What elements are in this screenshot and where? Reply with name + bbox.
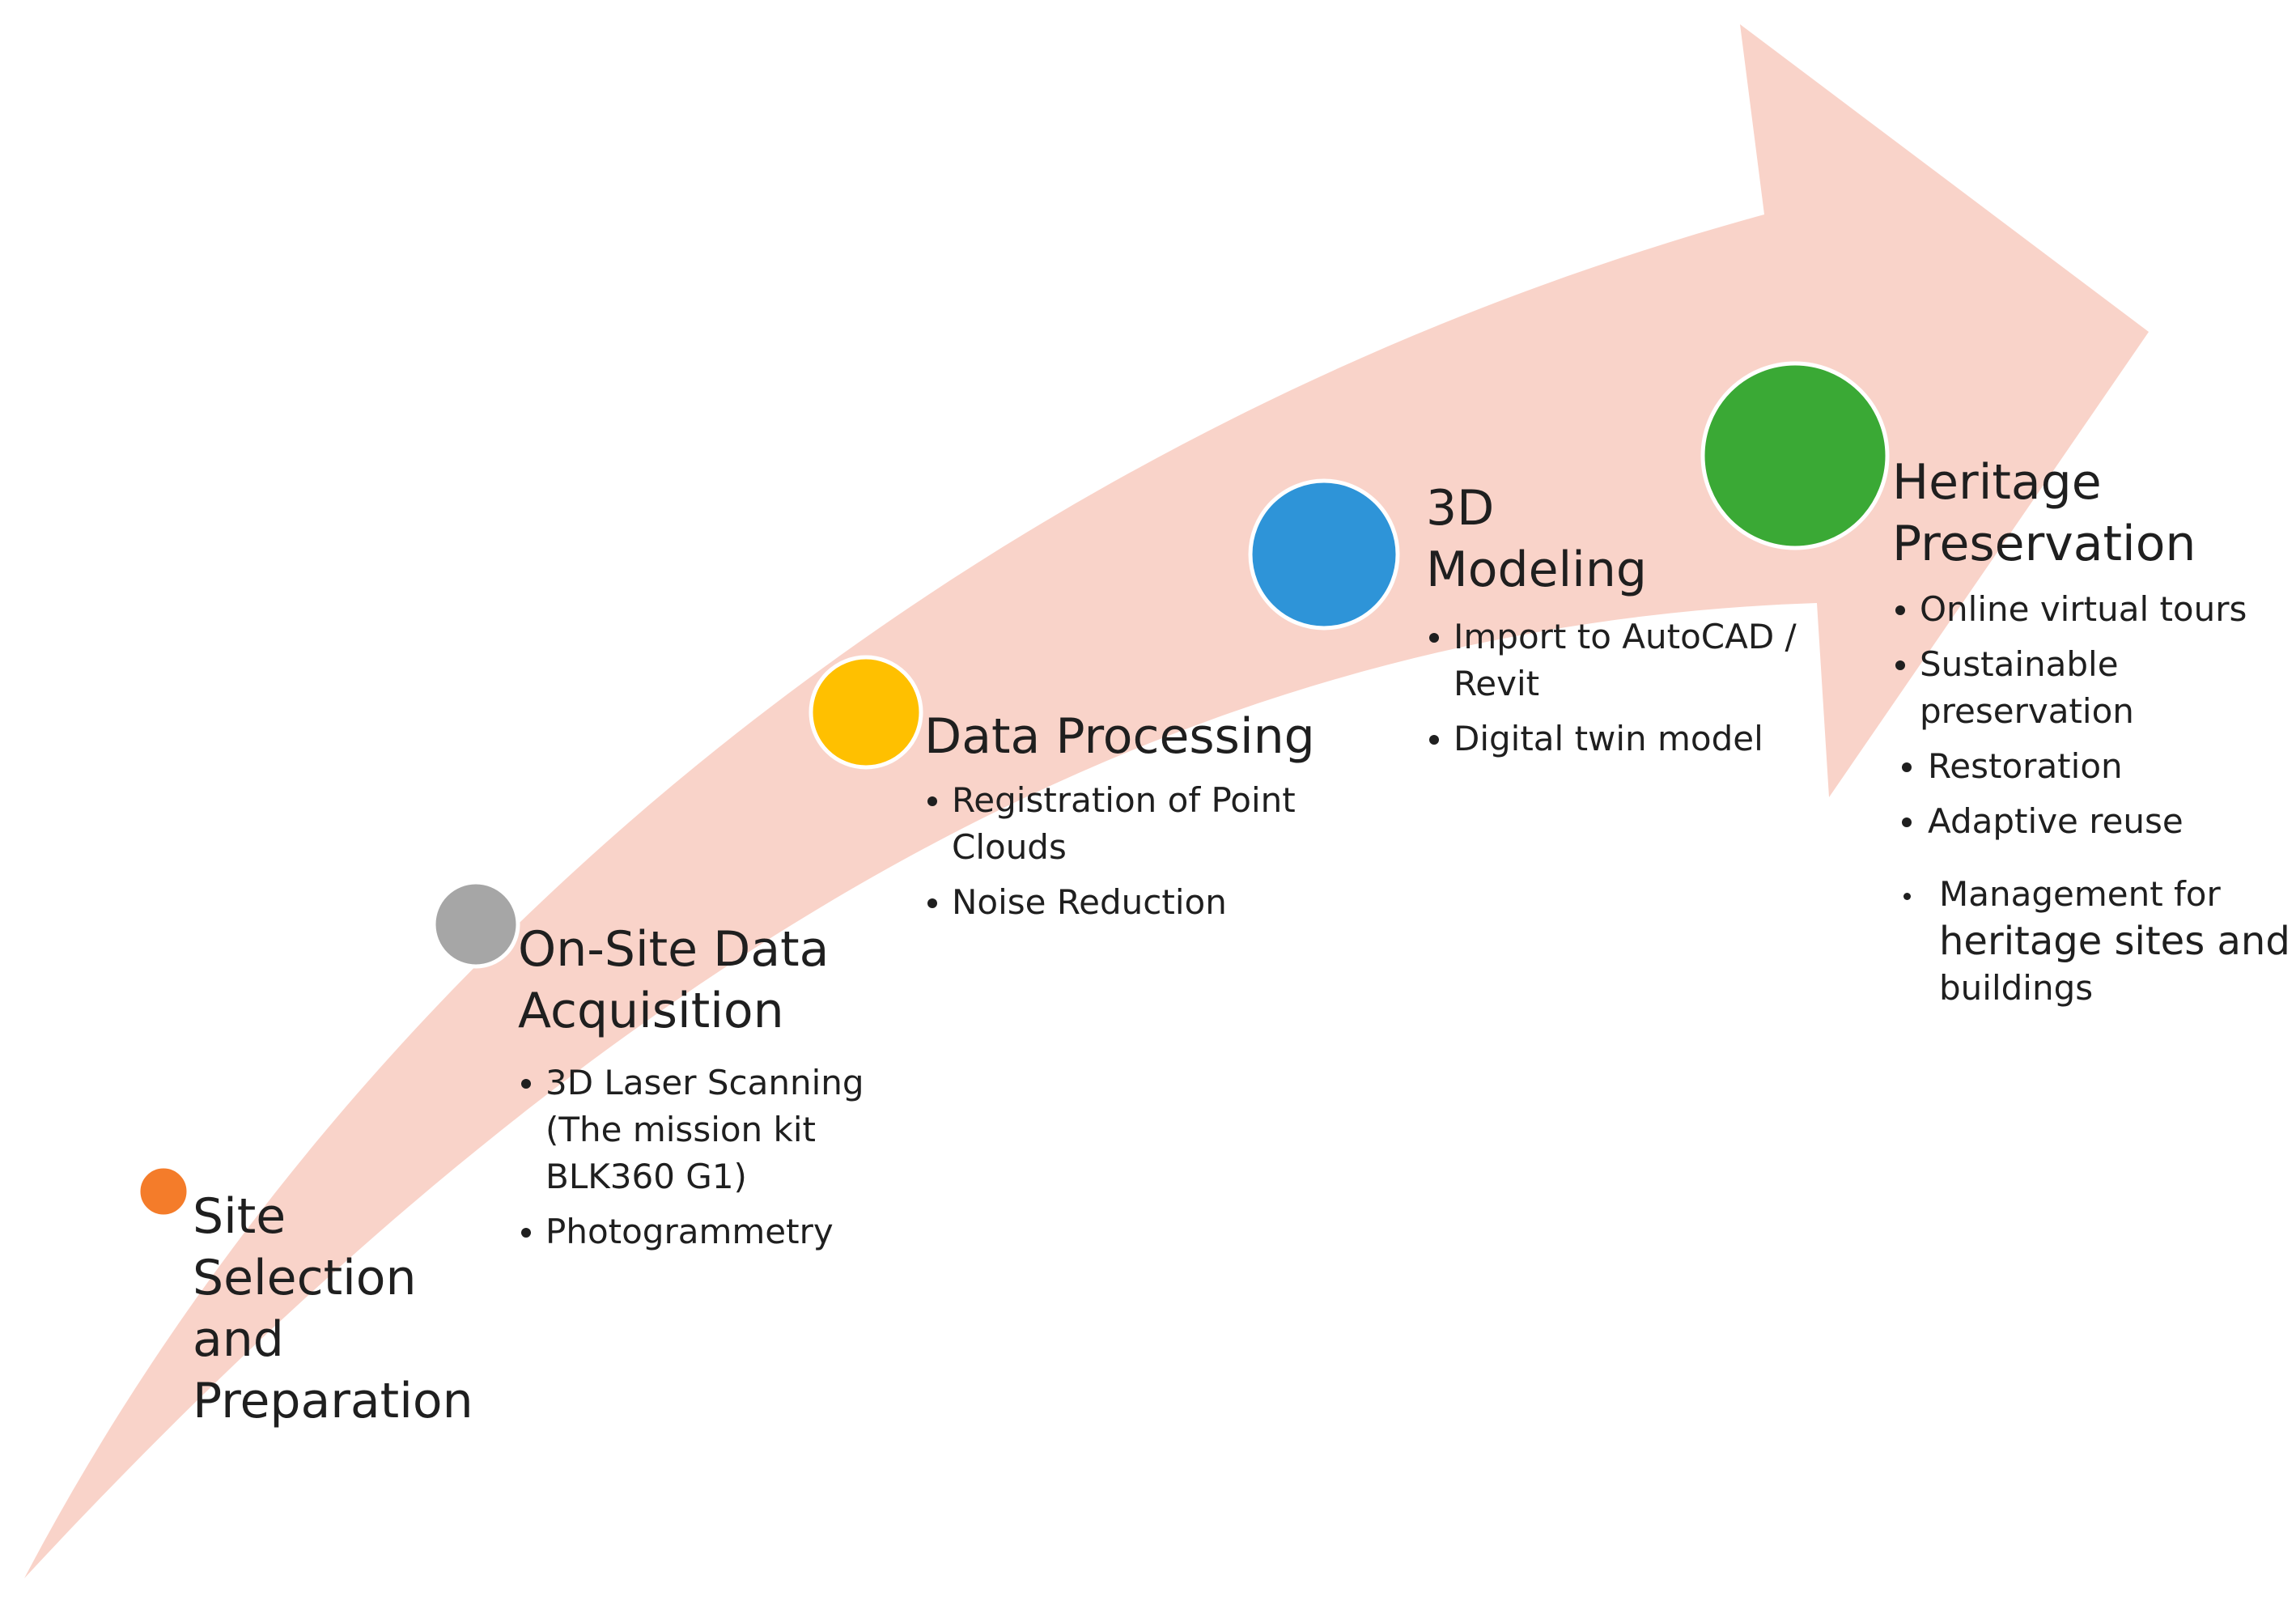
bullet-line: BLK360 G1) xyxy=(545,1157,747,1196)
title-line: Site xyxy=(193,1188,286,1245)
bullet-item: 3D Laser Scanning (The mission kit BLK36… xyxy=(518,1060,864,1200)
title-line: 3D xyxy=(1426,480,1495,537)
site-selection-dot xyxy=(136,1164,191,1219)
modeling-dot xyxy=(1248,478,1400,631)
bullet-list: Registration of Point Clouds Noise Reduc… xyxy=(924,777,1315,926)
bullet-line: Restoration xyxy=(1928,746,2123,786)
bullet-item: Noise Reduction xyxy=(924,879,1315,926)
bullet-item: Import to AutoCAD / Revit xyxy=(1426,614,1797,707)
title-line: Data Processing xyxy=(924,708,1315,765)
bullet-item: Photogrammetry xyxy=(518,1208,864,1255)
preservation-dot xyxy=(1700,361,1890,550)
bullet-list: Online virtual tours Sustainable preserv… xyxy=(1892,586,2290,1012)
bullet-item: Adaptive reuse xyxy=(1892,798,2290,845)
curved-process-arrow xyxy=(24,24,2149,1578)
stage-modeling: 3D Modeling Import to AutoCAD / Revit Di… xyxy=(1426,478,1797,762)
stage-title: On-Site Data Acquisition xyxy=(518,919,864,1042)
bullet-line: Registration of Point xyxy=(952,780,1296,820)
bullet-item: Management for heritage sites and buildi… xyxy=(1892,871,2290,1012)
bullet-item: Sustainable preservation xyxy=(1892,641,2290,735)
bullet-list: Import to AutoCAD / Revit Digital twin m… xyxy=(1426,614,1797,762)
bullet-item: Restoration xyxy=(1892,743,2290,790)
bullet-line: Adaptive reuse xyxy=(1928,801,2184,841)
bullet-line: Sustainable xyxy=(1920,644,2119,684)
stage-processing: Data Processing Registration of Point Cl… xyxy=(924,706,1315,926)
stage-title: Site Selection and Preparation xyxy=(193,1186,473,1432)
bullet-line: heritage sites and xyxy=(1939,919,2290,964)
bullet-list: 3D Laser Scanning (The mission kit BLK36… xyxy=(518,1060,864,1255)
bullet-line: Online virtual tours xyxy=(1920,589,2247,629)
stage-preservation: Heritage Preservation Online virtual tou… xyxy=(1892,452,2290,1012)
stage-site-selection: Site Selection and Preparation xyxy=(193,1186,473,1432)
title-line: Selection xyxy=(193,1250,417,1306)
bullet-item: Digital twin model xyxy=(1426,716,1797,762)
processing-dot xyxy=(808,655,923,770)
title-line: Heritage xyxy=(1892,454,2102,511)
title-line: Preservation xyxy=(1892,516,2196,572)
stage-title: Data Processing xyxy=(924,706,1315,767)
title-line: On-Site Data xyxy=(518,921,830,978)
title-line: Preparation xyxy=(193,1373,473,1429)
bullet-line: preservation xyxy=(1920,691,2134,731)
bullet-line: buildings xyxy=(1939,968,2094,1008)
bullet-item: Registration of Point Clouds xyxy=(924,777,1315,871)
bullet-line: Digital twin model xyxy=(1454,719,1763,758)
stage-acquisition: On-Site Data Acquisition 3D Laser Scanni… xyxy=(518,919,864,1255)
bullet-line: Clouds xyxy=(952,827,1067,867)
stage-title: Heritage Preservation xyxy=(1892,452,2290,575)
bullet-line: Revit xyxy=(1454,664,1540,703)
stage-title: 3D Modeling xyxy=(1426,478,1797,601)
title-line: Modeling xyxy=(1426,541,1647,598)
bullet-line: Noise Reduction xyxy=(952,882,1227,922)
bullet-line: Management for xyxy=(1939,874,2221,914)
bullet-item: Online virtual tours xyxy=(1892,586,2290,633)
title-line: and xyxy=(193,1311,284,1368)
bullet-line: Photogrammetry xyxy=(545,1212,834,1251)
acquisition-dot xyxy=(431,880,520,969)
bullet-line: Import to AutoCAD / xyxy=(1454,617,1797,656)
bullet-line: 3D Laser Scanning xyxy=(545,1063,864,1102)
bullet-line: (The mission kit xyxy=(545,1110,816,1149)
title-line: Acquisition xyxy=(518,983,784,1039)
